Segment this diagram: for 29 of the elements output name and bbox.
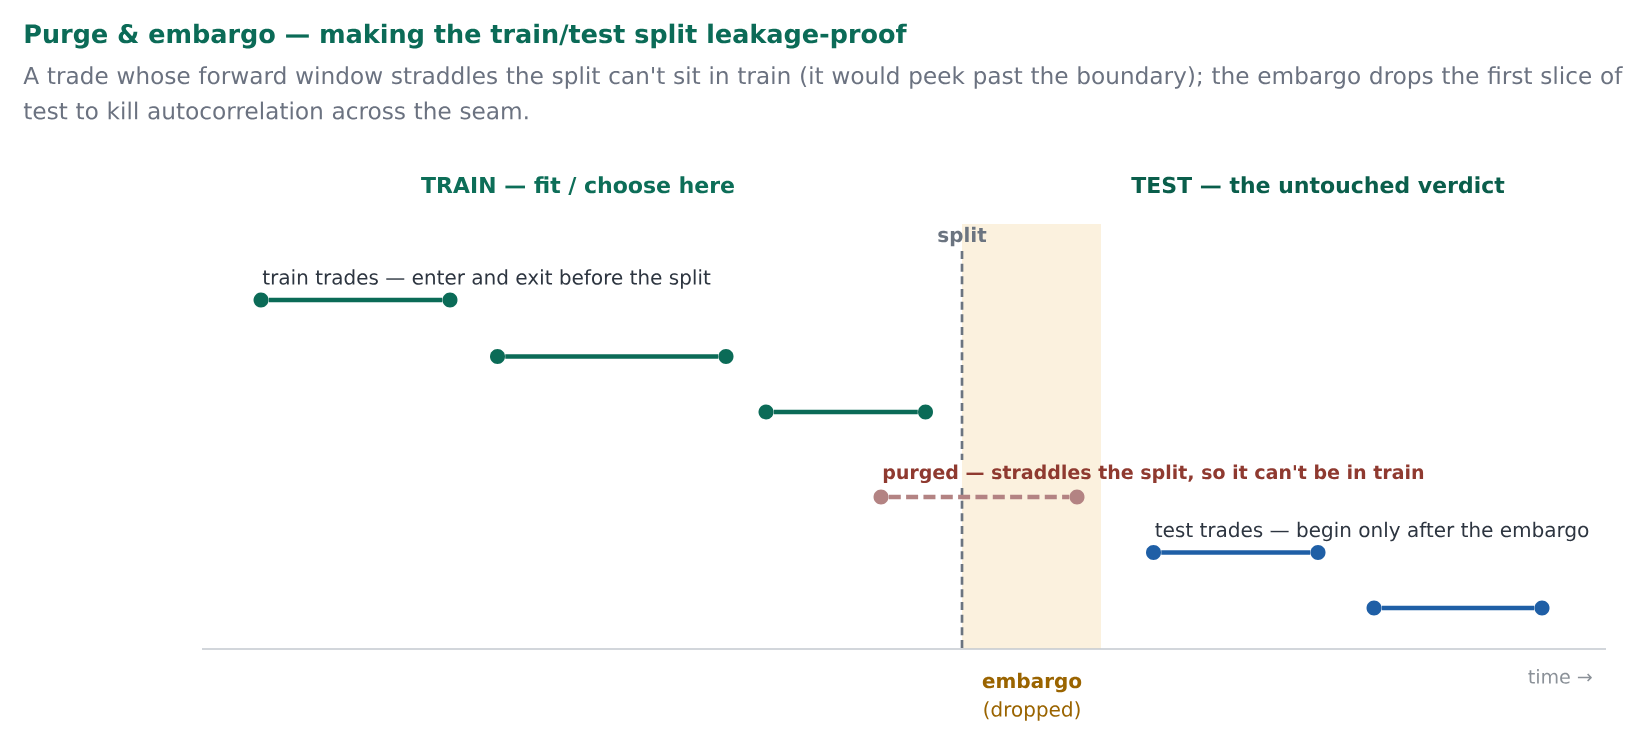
- section-heading: TRAIN — fit / choose here: [421, 176, 734, 196]
- caption: A trade whose forward window straddles the split can't sit in train (it would peek past the boundary); the embargo drops the first slice of test to kill autocorrelation across the seam.: [23, 66, 1623, 120]
- endpoint-dot: [442, 292, 458, 308]
- interval-line: [888, 494, 1070, 500]
- endpoint-dot: [490, 349, 505, 364]
- endpoint-dot: [1310, 545, 1326, 560]
- annotation: purged — straddles the split, so it can't be in train: [883, 464, 1424, 484]
- interval-line: [1381, 605, 1535, 611]
- endpoint-dot: [1366, 600, 1382, 616]
- interval-line: [505, 354, 719, 359]
- endpoint-dot: [758, 404, 774, 420]
- endpoint-dot: [253, 292, 269, 308]
- embargo-label: (dropped): [984, 701, 1080, 721]
- endpoint-dot: [1146, 545, 1161, 560]
- endpoint-dot: [1534, 600, 1550, 616]
- endpoint-dot: [918, 404, 933, 420]
- section-heading: TEST — the untouched verdict: [1131, 176, 1505, 194]
- annotation: train trades — enter and exit before the split: [262, 269, 711, 289]
- interval-line: [773, 409, 918, 415]
- split-label: split: [938, 226, 987, 247]
- annotation: test trades — begin only after the embargo: [1155, 521, 1589, 542]
- endpoint-dot: [873, 489, 889, 505]
- axis-label: time →: [1528, 669, 1592, 684]
- endpoint-dot: [718, 349, 734, 364]
- interval-line: [1161, 550, 1311, 555]
- interval-line: [268, 297, 443, 303]
- endpoint-dot: [1069, 489, 1085, 505]
- embargo-label: embargo: [982, 672, 1082, 693]
- title: Purge & embargo — making the train/test split leakage-proof: [25, 23, 907, 49]
